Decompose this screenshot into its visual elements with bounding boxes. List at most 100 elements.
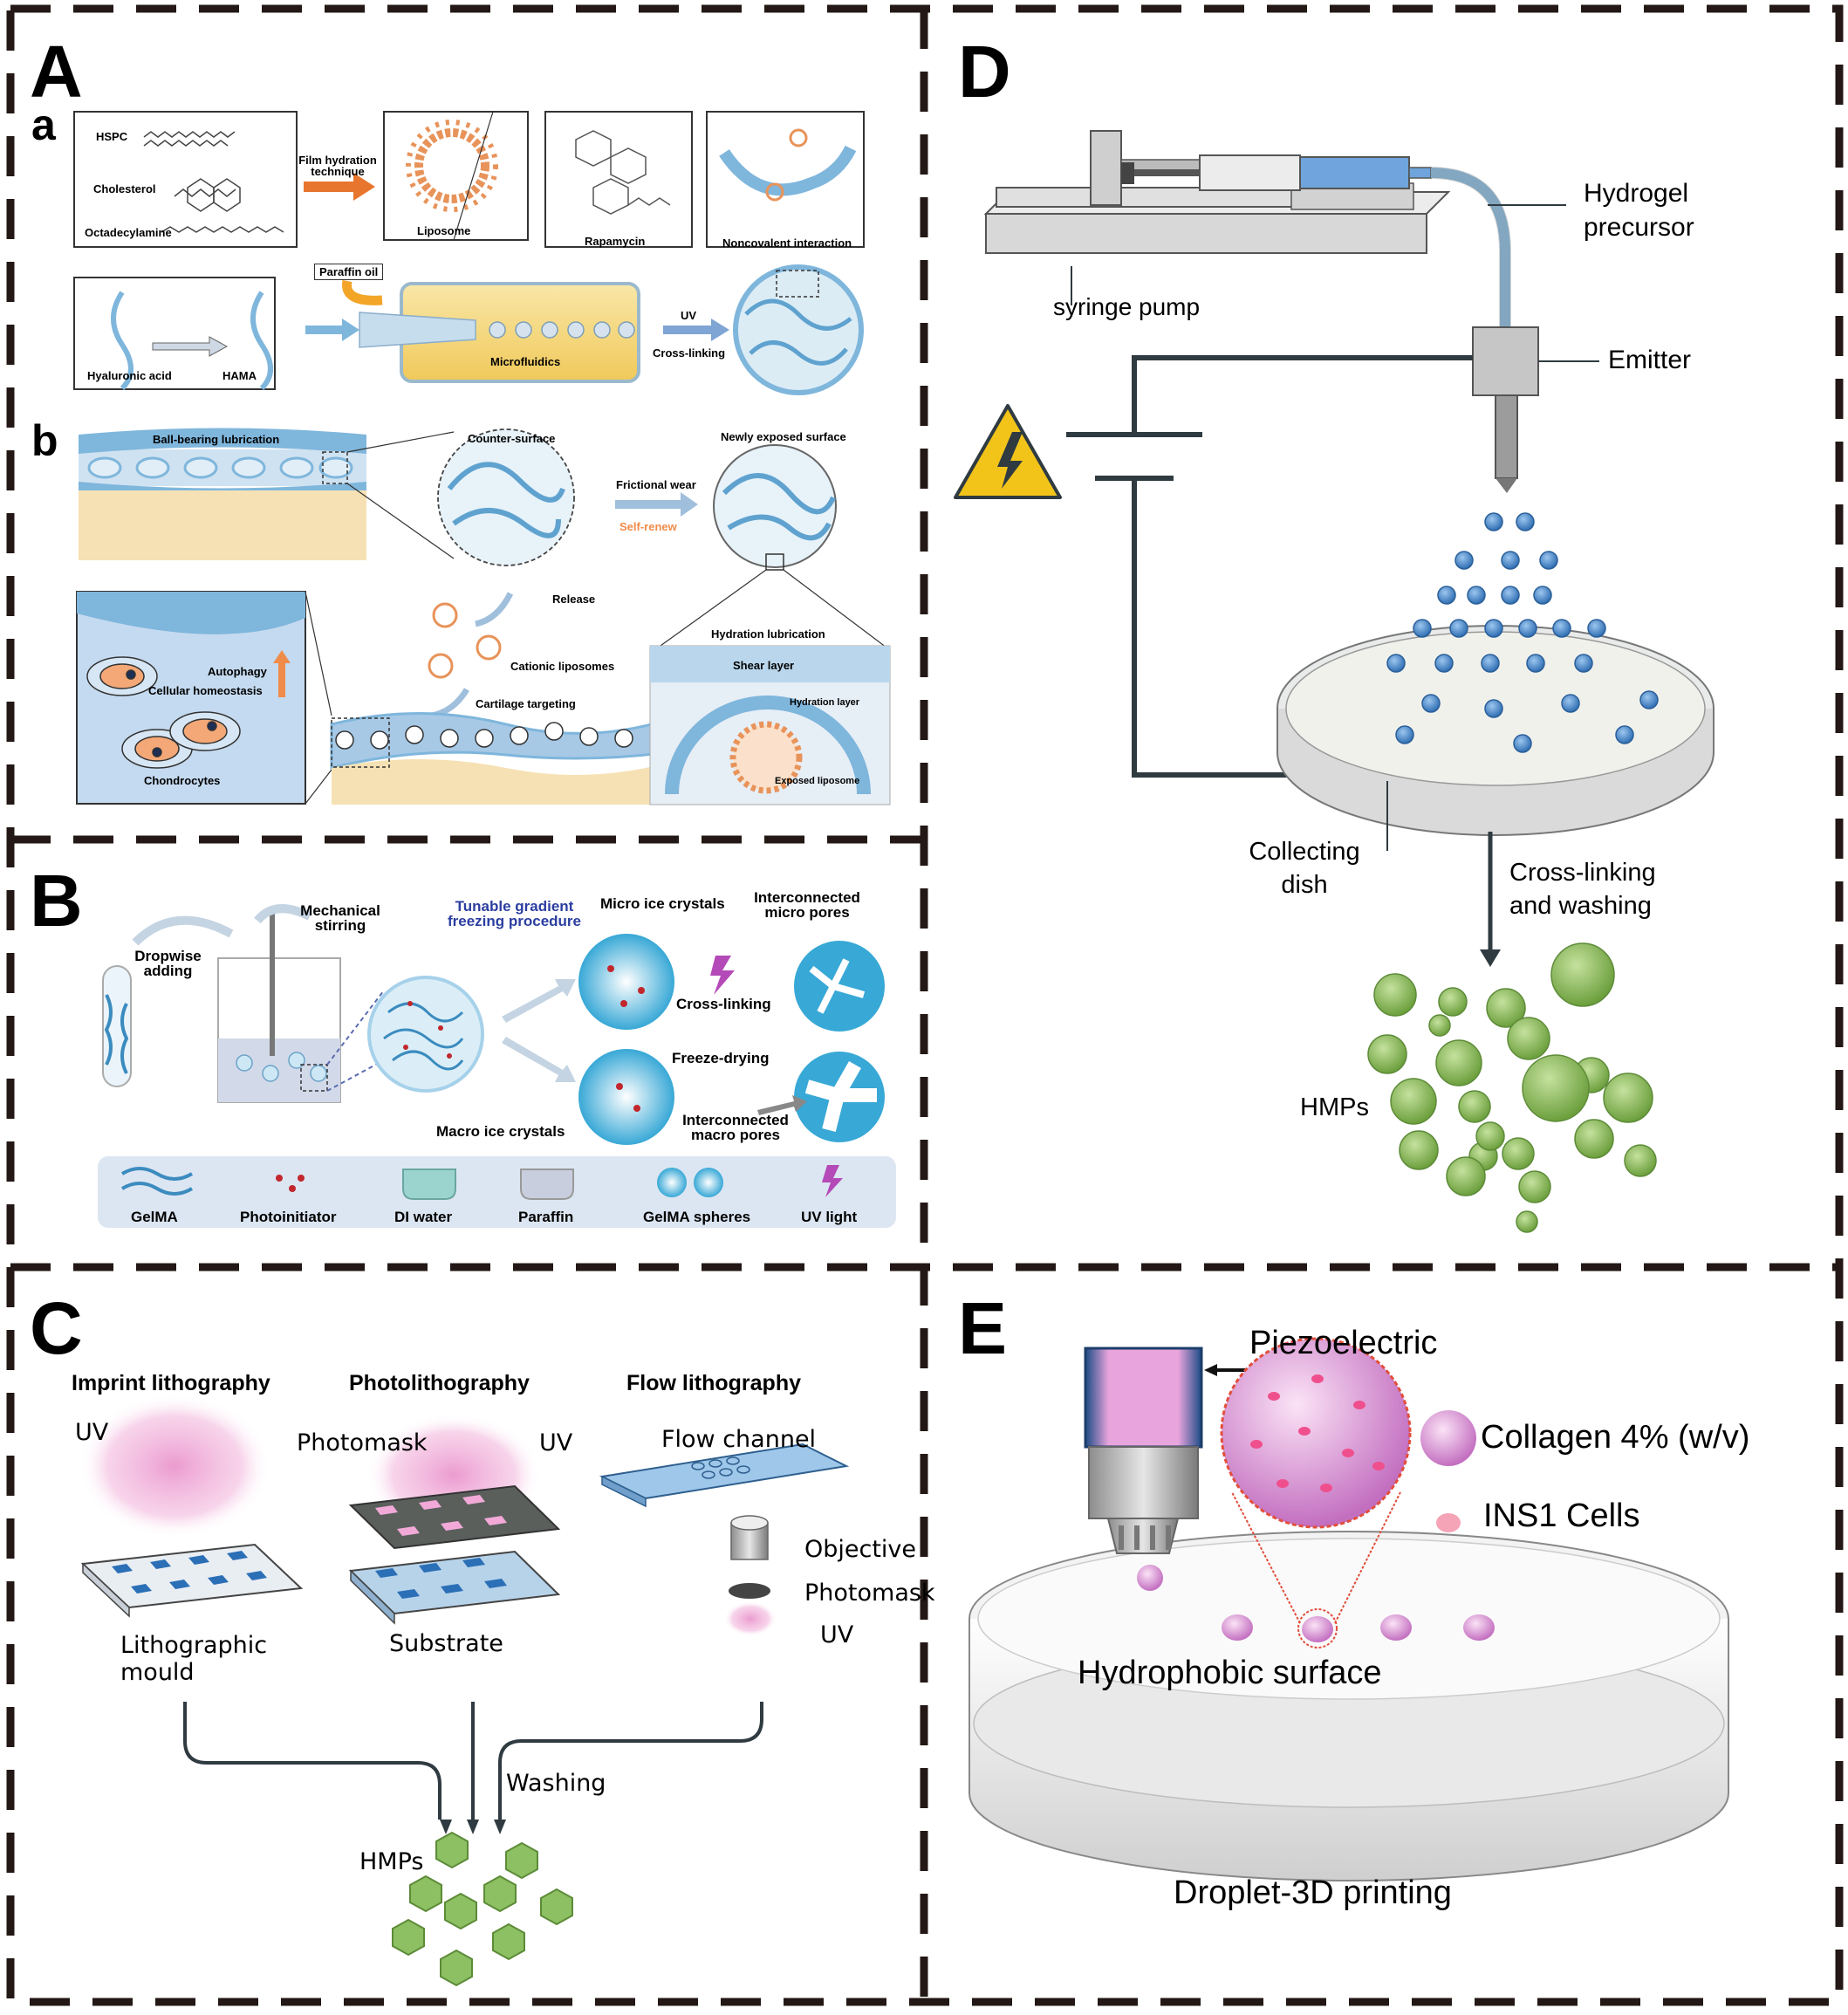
label-flow-channel: Flow channel bbox=[661, 1426, 817, 1453]
label-microfluidics: Microfluidics bbox=[490, 355, 561, 368]
label-uv-photolith: UV bbox=[539, 1429, 573, 1456]
hmp-sphere bbox=[1550, 942, 1615, 1007]
hmp-sphere bbox=[1502, 1137, 1535, 1170]
label-piezoelectric: Piezoelectric bbox=[1249, 1325, 1438, 1361]
label-interconnected-macro: Interconnected macro pores bbox=[682, 1112, 789, 1143]
label-syringe-pump: syringe pump bbox=[1053, 293, 1201, 320]
droplet bbox=[1467, 586, 1486, 605]
label-photomask-flow: Photomask bbox=[804, 1580, 935, 1607]
droplet bbox=[1639, 690, 1659, 709]
label-substrate: Substrate bbox=[389, 1630, 503, 1657]
hmp-sphere bbox=[1507, 1017, 1550, 1060]
panel-letter-d: D bbox=[958, 31, 1011, 113]
label-hama: HAMA bbox=[222, 369, 257, 382]
label-hydration-layer: Hydration layer bbox=[790, 697, 860, 708]
label-newly-exposed: Newly exposed surface bbox=[721, 430, 846, 443]
droplet bbox=[1501, 551, 1520, 570]
panel-letter-a: A bbox=[30, 31, 83, 113]
legend-uv-light: UV light bbox=[801, 1209, 858, 1225]
legend-photoinitiator: Photoinitiator bbox=[240, 1209, 337, 1225]
label-paraffin-oil: Paraffin oil bbox=[314, 264, 384, 280]
label-cross-linking-a: Cross-linking bbox=[653, 346, 726, 360]
legend-gelma-spheres: GelMA spheres bbox=[643, 1209, 751, 1225]
label-cross-linking-b: Cross-linking bbox=[676, 996, 771, 1012]
label-frictional-wear: Frictional wear bbox=[616, 478, 696, 491]
panel-borders bbox=[6, 4, 1844, 2006]
hmp-sphere bbox=[1518, 1170, 1551, 1203]
droplet bbox=[1552, 619, 1571, 638]
label-hmps-c: HMPs bbox=[359, 1848, 424, 1875]
panel-letter-c: C bbox=[30, 1287, 83, 1369]
droplet bbox=[1518, 619, 1537, 638]
droplet bbox=[1513, 734, 1532, 753]
label-dropwise: Dropwise adding bbox=[134, 948, 202, 979]
panel-e-diagram bbox=[968, 1337, 1729, 1881]
hmp-sphere bbox=[1516, 1210, 1538, 1233]
label-hyaluronic-acid: Hyaluronic acid bbox=[87, 369, 172, 382]
label-uv-flow: UV bbox=[820, 1621, 854, 1648]
panel-c-diagram bbox=[79, 1395, 850, 1987]
label-hydrogel-precursor: Hydrogel precursor bbox=[1584, 179, 1694, 242]
sub-letter-a: a bbox=[31, 100, 56, 149]
droplet bbox=[1539, 551, 1558, 570]
label-release: Release bbox=[552, 593, 596, 606]
droplet bbox=[1413, 619, 1432, 638]
label-counter-surface: Counter-surface bbox=[468, 432, 556, 445]
label-ins1-cells: INS1 Cells bbox=[1483, 1498, 1640, 1534]
panel-a-sub-b bbox=[76, 428, 891, 805]
label-freeze-drying: Freeze-drying bbox=[672, 1050, 770, 1066]
droplet bbox=[1615, 725, 1634, 744]
hmp-sphere bbox=[1486, 988, 1526, 1028]
label-hmps-d: HMPs bbox=[1300, 1093, 1369, 1121]
label-hydrophobic-surface: Hydrophobic surface bbox=[1078, 1655, 1382, 1691]
hmp-sphere bbox=[1428, 1014, 1451, 1037]
label-noncovalent: Noncovalent interaction bbox=[722, 236, 852, 250]
label-interconnected-micro: Interconnected micro pores bbox=[754, 889, 860, 921]
hmp-sphere bbox=[1446, 1156, 1486, 1196]
label-photolithography: Photolithography bbox=[349, 1371, 530, 1395]
label-uv-imprint: UV bbox=[75, 1419, 109, 1446]
label-micro-ice: Micro ice crystals bbox=[600, 895, 725, 912]
label-ball-bearing: Ball-bearing lubrication bbox=[153, 433, 280, 446]
droplet bbox=[1484, 699, 1503, 718]
label-cross-linking-washing: Cross-linking and washing bbox=[1509, 859, 1656, 920]
hmp-sphere bbox=[1603, 1073, 1653, 1123]
hmp-sphere bbox=[1458, 1090, 1491, 1123]
hmp-sphere bbox=[1435, 1039, 1482, 1086]
label-octadecylamine: Octadecylamine bbox=[85, 226, 172, 239]
label-cholesterol: Cholesterol bbox=[93, 182, 156, 195]
label-washing: Washing bbox=[506, 1770, 606, 1797]
label-cationic-liposomes: Cationic liposomes bbox=[510, 660, 615, 673]
panel-d-diagram bbox=[954, 130, 1715, 1233]
label-shear-layer: Shear layer bbox=[733, 659, 795, 672]
label-lithographic-mould: Lithographic mould bbox=[120, 1632, 268, 1687]
panel-a-sub-a bbox=[73, 111, 865, 395]
legend-gelma: GelMA bbox=[131, 1209, 178, 1225]
panel-letter-e: E bbox=[958, 1287, 1008, 1369]
droplet bbox=[1395, 725, 1414, 744]
label-collagen: Collagen 4% (w/v) bbox=[1481, 1419, 1750, 1456]
legend-paraffin: Paraffin bbox=[518, 1209, 574, 1225]
droplet bbox=[1421, 694, 1441, 713]
droplet bbox=[1526, 654, 1545, 673]
legend-di-water: DI water bbox=[394, 1209, 453, 1225]
label-chondrocytes: Chondrocytes bbox=[144, 774, 221, 787]
droplet bbox=[1454, 551, 1474, 570]
hmp-sphere bbox=[1522, 1054, 1590, 1122]
label-flow-lithography: Flow lithography bbox=[626, 1371, 801, 1395]
label-tunable: Tunable gradient freezing procedure bbox=[447, 898, 582, 929]
label-emitter: Emitter bbox=[1608, 346, 1692, 374]
droplet bbox=[1516, 512, 1535, 531]
droplet bbox=[1449, 619, 1468, 638]
droplet bbox=[1434, 654, 1454, 673]
droplet bbox=[1501, 586, 1520, 605]
label-photomask-c: Photomask bbox=[297, 1429, 428, 1456]
label-cartilage-targeting: Cartilage targeting bbox=[476, 697, 576, 710]
label-collecting-dish: Collecting dish bbox=[1249, 838, 1360, 899]
label-hspc: HSPC bbox=[96, 130, 128, 143]
panel-letter-b: B bbox=[30, 860, 83, 942]
label-macro-ice: Macro ice crystals bbox=[436, 1123, 565, 1140]
hmp-sphere bbox=[1390, 1078, 1437, 1125]
